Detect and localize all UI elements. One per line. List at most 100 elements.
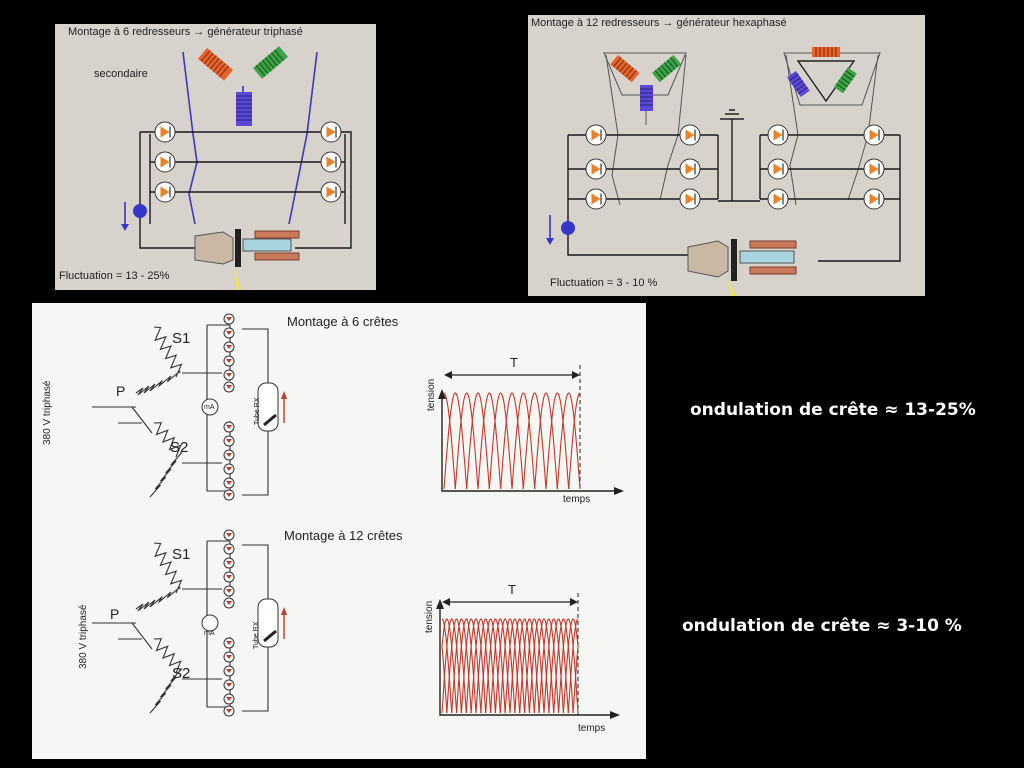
twelve-rectifier-circuit xyxy=(546,47,901,296)
diode-icon xyxy=(863,124,885,146)
primary-label: P xyxy=(116,383,126,399)
wave-arc xyxy=(514,618,535,714)
wave-arc xyxy=(524,618,545,714)
crest-circuits-and-waves xyxy=(92,313,624,719)
wave-arc xyxy=(504,618,526,714)
diode-icon xyxy=(679,188,701,210)
diode-icon xyxy=(585,188,607,210)
wave-arc xyxy=(509,618,530,714)
wave-arc xyxy=(538,618,560,714)
diode-icon xyxy=(223,355,235,367)
wave-arc xyxy=(475,618,496,714)
wave-arc xyxy=(567,618,579,714)
tube-label: Tube RX xyxy=(253,621,260,649)
diode-icon xyxy=(223,665,235,677)
milliammeter-icon xyxy=(201,614,219,632)
diode-icon xyxy=(223,693,235,705)
diode-icon xyxy=(223,585,235,597)
tube-label: Tube RX xyxy=(254,397,261,425)
diode-icon xyxy=(223,421,235,433)
diode-icon xyxy=(223,477,235,489)
diode-icon xyxy=(223,637,235,649)
six-rectifier-title: Montage à 6 redresseurs → générateur tri… xyxy=(68,26,303,38)
wave-arc xyxy=(511,392,536,490)
wave-arc xyxy=(456,618,477,714)
wave-arc xyxy=(572,646,579,714)
wave-arc xyxy=(446,618,467,714)
diode-icon xyxy=(585,124,607,146)
diode-icon xyxy=(863,158,885,180)
diode-icon xyxy=(679,158,701,180)
diode-icon xyxy=(863,188,885,210)
diode-icon xyxy=(154,151,176,173)
wave-arc xyxy=(543,618,564,714)
diode-icon xyxy=(223,651,235,663)
wave-arc xyxy=(441,618,462,714)
diode-icon xyxy=(223,489,235,501)
diode-icon xyxy=(154,121,176,143)
s2-label: S2 xyxy=(170,439,189,456)
wave-arc xyxy=(490,618,511,714)
xray-tube-icon xyxy=(257,598,279,648)
wave-arc xyxy=(494,618,516,714)
diode-icon xyxy=(585,158,607,180)
s1-label: S1 xyxy=(172,330,191,347)
wave-arc xyxy=(568,392,581,490)
diode-icon xyxy=(223,463,235,475)
y-axis-label: tension xyxy=(426,378,437,411)
wave-arc xyxy=(545,392,570,490)
wave-arc xyxy=(556,392,581,490)
diode-icon xyxy=(154,181,176,203)
wave-arc xyxy=(460,618,482,714)
s1-label: S1 xyxy=(172,546,191,563)
diode-icon xyxy=(767,188,789,210)
diode-icon xyxy=(223,381,235,393)
wave-arc xyxy=(443,392,468,490)
twelve-rectifier-title: Montage à 12 redresseurs → générateur he… xyxy=(531,17,787,29)
wave-arc xyxy=(553,618,574,714)
period-label: T xyxy=(508,582,516,597)
wave-arc xyxy=(522,392,547,490)
secondary-label: secondaire xyxy=(94,68,148,80)
six-rectifier-circuit xyxy=(121,46,352,290)
wave-arc xyxy=(488,392,513,490)
diode-icon xyxy=(223,327,235,339)
six-crest-ripple-caption: ondulation de crête ≈ 13-25% xyxy=(690,400,976,420)
twelve-crest-ripple-caption: ondulation de crête ≈ 3-10 % xyxy=(682,616,962,636)
diode-icon xyxy=(223,313,235,325)
diode-icon xyxy=(679,124,701,146)
crest-comparison-panel: Montage à 6 crêtes S1 S2 P 380 V triphas… xyxy=(32,303,646,759)
diode-icon xyxy=(223,543,235,555)
wave-arc xyxy=(443,392,456,490)
wave-arc xyxy=(470,618,492,714)
wave-arc xyxy=(533,618,555,714)
wave-arc xyxy=(499,618,521,714)
wave-arc xyxy=(485,618,506,714)
diode-icon xyxy=(223,557,235,569)
six-crest-graph xyxy=(438,365,624,495)
wave-arc xyxy=(528,618,550,714)
diode-icon xyxy=(223,597,235,609)
six-rectifier-diagram: Montage à 6 redresseurs → générateur tri… xyxy=(55,24,376,290)
diode-icon xyxy=(223,369,235,381)
diode-icon xyxy=(223,529,235,541)
diode-icon xyxy=(223,679,235,691)
diode-icon xyxy=(223,449,235,461)
s2-label: S2 xyxy=(172,665,191,682)
milliammeter-label: mA xyxy=(204,404,215,411)
wave-arc xyxy=(465,618,487,714)
wave-arc xyxy=(519,618,540,714)
diode-icon xyxy=(223,705,235,717)
diode-icon xyxy=(320,181,342,203)
twelve-crest-title: Montage à 12 crêtes xyxy=(284,528,403,543)
wave-arc xyxy=(451,618,472,714)
x-axis-label: temps xyxy=(578,723,606,734)
wave-arc xyxy=(454,392,479,490)
xray-tube-icon xyxy=(257,382,279,432)
diode-icon xyxy=(767,124,789,146)
x-axis-label: temps xyxy=(563,494,591,505)
fluctuation-label: Fluctuation = 3 - 10 % xyxy=(550,277,658,289)
primary-label: P xyxy=(110,606,120,622)
period-label: T xyxy=(510,355,518,370)
wave-arc xyxy=(534,392,558,490)
